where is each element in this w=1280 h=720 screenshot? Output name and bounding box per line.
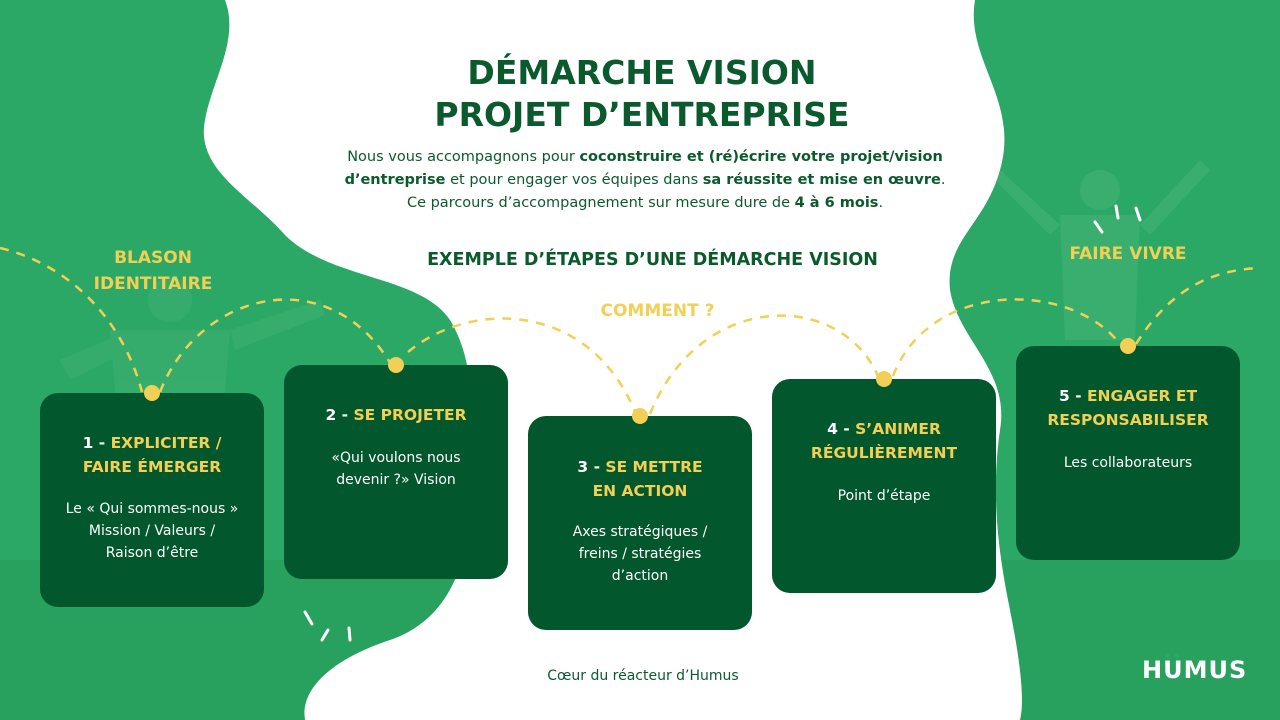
- step-title-line: RÉGULIÈREMENT: [810, 444, 958, 462]
- step-number: 1 -: [82, 434, 111, 452]
- step-body: Le « Qui sommes-nous » Mission / Valeurs…: [50, 498, 254, 564]
- step-dot: [632, 408, 648, 424]
- step-card-2: 2 - SE PROJETER «Qui voulons nous deveni…: [284, 357, 508, 579]
- step-title-line: S’ANIMER: [855, 420, 941, 438]
- step-body: «Qui voulons nous devenir ?» Vision: [294, 447, 498, 491]
- intro-paragraph: Nous vous accompagnons pour coconstruire…: [300, 146, 990, 215]
- logo-letter: U: [1163, 653, 1184, 684]
- intro-emphasis: coconstruire et (ré)écrire votre projet/…: [579, 149, 943, 165]
- step-body-line: Point d’étape: [837, 488, 931, 504]
- step-dot: [388, 357, 404, 373]
- dashed-arcs: [0, 246, 1261, 415]
- step-body-line: Axes stratégiques /: [572, 524, 708, 540]
- intro-text: et pour engager vos équipes dans: [445, 172, 703, 188]
- intro-text: Ce parcours d’accompagnement sur mesure …: [406, 195, 795, 211]
- logo-letters: MUS: [1183, 656, 1248, 684]
- logo-letter: H: [1142, 656, 1164, 684]
- label-faire-vivre: FAIRE VIVRE: [1069, 244, 1187, 264]
- step-title: 4 - S’ANIMER RÉGULIÈREMENT: [772, 417, 996, 465]
- humus-logo: HUMUS: [1142, 653, 1248, 684]
- step-body: Les collaborateurs: [1026, 452, 1230, 474]
- step-title-line: SE METTRE: [605, 458, 703, 476]
- step-title-line: SE PROJETER: [353, 406, 467, 424]
- intro-emphasis: 4 à 6 mois: [794, 195, 879, 211]
- label-line: BLASON: [114, 248, 192, 268]
- step-title-line: FAIRE ÉMERGER: [82, 458, 222, 476]
- step-title: 3 - SE METTRE EN ACTION: [528, 455, 752, 503]
- label-comment: COMMENT ?: [600, 301, 715, 321]
- step-body-line: freins / stratégies: [578, 546, 702, 562]
- step-body-line: Le « Qui sommes-nous »: [65, 501, 239, 517]
- step-title-line: EXPLICITER /: [110, 434, 222, 452]
- section-subheading: EXEMPLE D’ÉTAPES D’UNE DÉMARCHE VISION: [427, 250, 878, 270]
- step-body-line: devenir ?» Vision: [336, 472, 456, 488]
- step-dot: [1120, 338, 1136, 354]
- step-number: 2 -: [325, 406, 354, 424]
- step-number: 4 -: [827, 420, 856, 438]
- step-dot: [876, 371, 892, 387]
- step-card-1: 1 - EXPLICITER / FAIRE ÉMERGER Le « Qui …: [40, 385, 264, 607]
- step-title-line: EN ACTION: [592, 482, 688, 500]
- step-title-line: ENGAGER ET: [1086, 387, 1198, 405]
- step-number: 5 -: [1058, 387, 1087, 405]
- intro-text: Nous vous accompagnons pour: [347, 149, 580, 165]
- intro-text: .: [940, 172, 946, 188]
- step-body: Axes stratégiques / freins / stratégies …: [538, 521, 742, 587]
- step-card-4: 4 - S’ANIMER RÉGULIÈREMENT Point d’étape: [772, 371, 996, 593]
- step-title: 5 - ENGAGER ET RESPONSABILISER: [1016, 384, 1240, 432]
- page-title-line1: DÉMARCHE VISION: [467, 53, 817, 92]
- intro-emphasis: d’entreprise: [344, 172, 446, 188]
- step-title-line: RESPONSABILISER: [1047, 411, 1209, 429]
- footer-caption: Cœur du réacteur d’Humus: [547, 668, 739, 684]
- step-number: 3 -: [577, 458, 606, 476]
- page-title-line2: PROJET D’ENTREPRISE: [434, 95, 850, 134]
- step-body-line: d’action: [611, 568, 669, 584]
- step-title: 1 - EXPLICITER / FAIRE ÉMERGER: [40, 431, 264, 479]
- intro-text: .: [878, 195, 884, 211]
- step-title: 2 - SE PROJETER: [284, 403, 508, 427]
- silhouette-right: [995, 160, 1210, 340]
- step-body-line: «Qui voulons nous: [331, 450, 461, 466]
- step-body-line: Les collaborateurs: [1063, 455, 1193, 471]
- step-body-line: Mission / Valeurs /: [88, 523, 216, 539]
- label-blason-identitaire: BLASON IDENTITAIRE: [70, 245, 236, 297]
- step-card-3: 3 - SE METTRE EN ACTION Axes stratégique…: [528, 408, 752, 630]
- intro-emphasis: sa réussite et mise en œuvre: [702, 172, 941, 188]
- step-card-5: 5 - ENGAGER ET RESPONSABILISER Les colla…: [1016, 338, 1240, 560]
- step-dot: [144, 385, 160, 401]
- sparkle-marks: [303, 204, 1142, 642]
- step-body-line: Raison d’être: [105, 545, 199, 561]
- step-body: Point d’étape: [782, 485, 986, 507]
- label-line: IDENTITAIRE: [93, 274, 213, 294]
